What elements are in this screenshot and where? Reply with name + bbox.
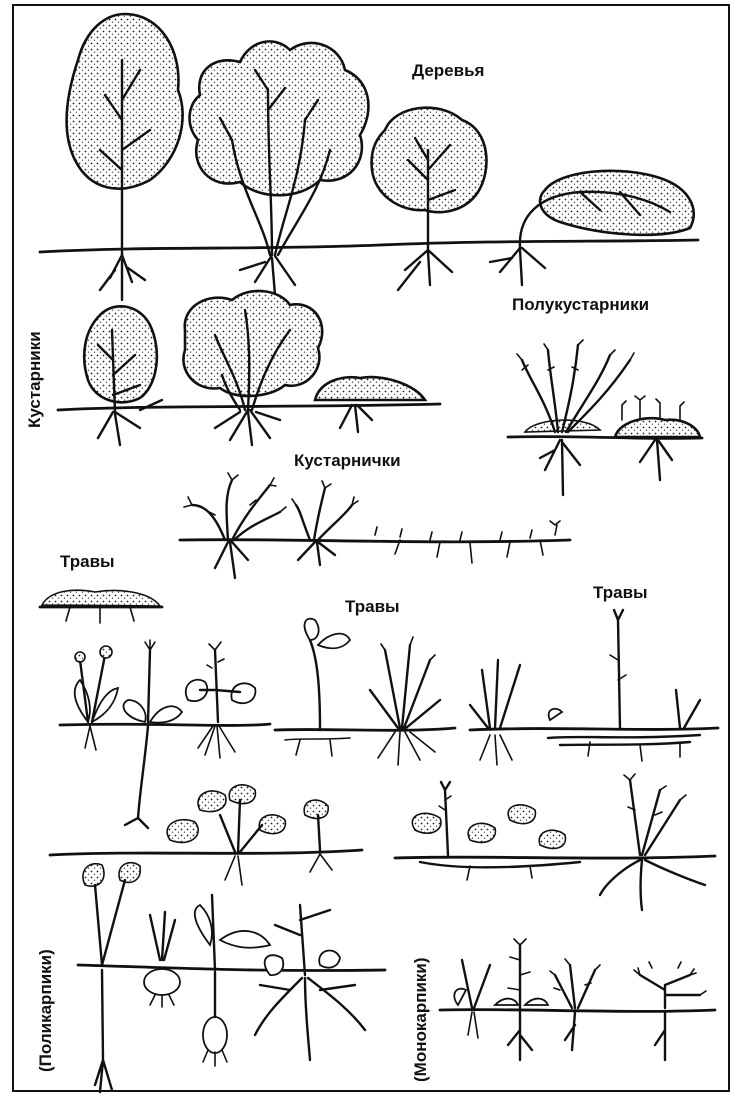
polycarpic-corm-icon	[195, 895, 270, 1066]
herb-tussock-icon	[370, 637, 440, 765]
tree-tall-icon	[67, 14, 183, 300]
monocarpic-group	[440, 939, 715, 1060]
polycarpic-branching-icon	[255, 905, 365, 1060]
dwarf-shrub-branched-icon	[184, 473, 286, 578]
herbs-right-group	[470, 610, 718, 765]
monocarpics-label: (Монокарпики)	[412, 957, 429, 1082]
dwarf-shrub-small-icon	[292, 481, 358, 565]
herbs-middle-ground-line	[275, 728, 455, 730]
herbs-lower-group	[50, 774, 715, 910]
monocarpic-bushy-icon	[550, 959, 600, 1050]
monocarpic-annual-icon	[454, 960, 490, 1038]
polycarpic-ground-line	[78, 965, 385, 971]
dwarf-shrubs-label: Кустарнички	[294, 452, 401, 469]
herb-rhizome-icon	[285, 619, 350, 756]
herb-rosette-icon	[75, 646, 118, 750]
tree-multistem-icon	[190, 41, 369, 295]
trees-label: Деревья	[412, 62, 484, 79]
monocarpic-ground-line	[440, 1010, 715, 1012]
herb-mat-icon	[40, 590, 162, 623]
shrub-tall-icon	[84, 306, 162, 445]
herb-clover-icon	[186, 642, 256, 758]
semishrubs-label: Полукустарники	[512, 296, 649, 313]
tree-round-icon	[372, 108, 487, 290]
dwarf-shrub-ground-line	[180, 540, 570, 542]
herb-clump-icon	[470, 660, 520, 765]
semishrub-cushion-icon	[615, 396, 700, 480]
herbs-label-right: Травы	[593, 584, 648, 601]
herb-runner-icon	[412, 782, 580, 880]
herbs-middle-group	[275, 619, 455, 765]
herb-bulbous-root-icon	[600, 774, 705, 910]
semishrub-group	[508, 340, 702, 495]
herb-stolon-icon	[548, 610, 700, 761]
polycarpic-bulb-icon	[144, 912, 180, 1007]
shrub-bushy-icon	[183, 291, 322, 445]
dwarf-shrub-group	[180, 473, 570, 578]
shrubs-label: Кустарники	[26, 331, 43, 428]
shrub-group	[58, 291, 440, 445]
polycarpic-group	[78, 863, 385, 1092]
polycarpic-tuber-icon	[83, 863, 140, 1092]
semishrub-upright-icon	[517, 340, 634, 495]
herbs-label-left: Травы	[60, 553, 115, 570]
herb-taproot-icon	[123, 640, 182, 828]
tree-creeping-icon	[490, 171, 694, 285]
herbs-lower-left-ground-line	[50, 850, 362, 855]
tree-ground-line	[40, 240, 698, 252]
monocarpic-tall-icon	[495, 939, 548, 1060]
herbs-label-middle: Травы	[345, 598, 400, 615]
tree-group	[40, 14, 698, 300]
herbs-left-ground-line	[60, 724, 270, 725]
polycarpics-label: (Поликарпики)	[37, 949, 54, 1072]
herbs-lower-right-ground-line	[395, 856, 715, 858]
herb-creeping-leaves-icon	[167, 785, 332, 885]
